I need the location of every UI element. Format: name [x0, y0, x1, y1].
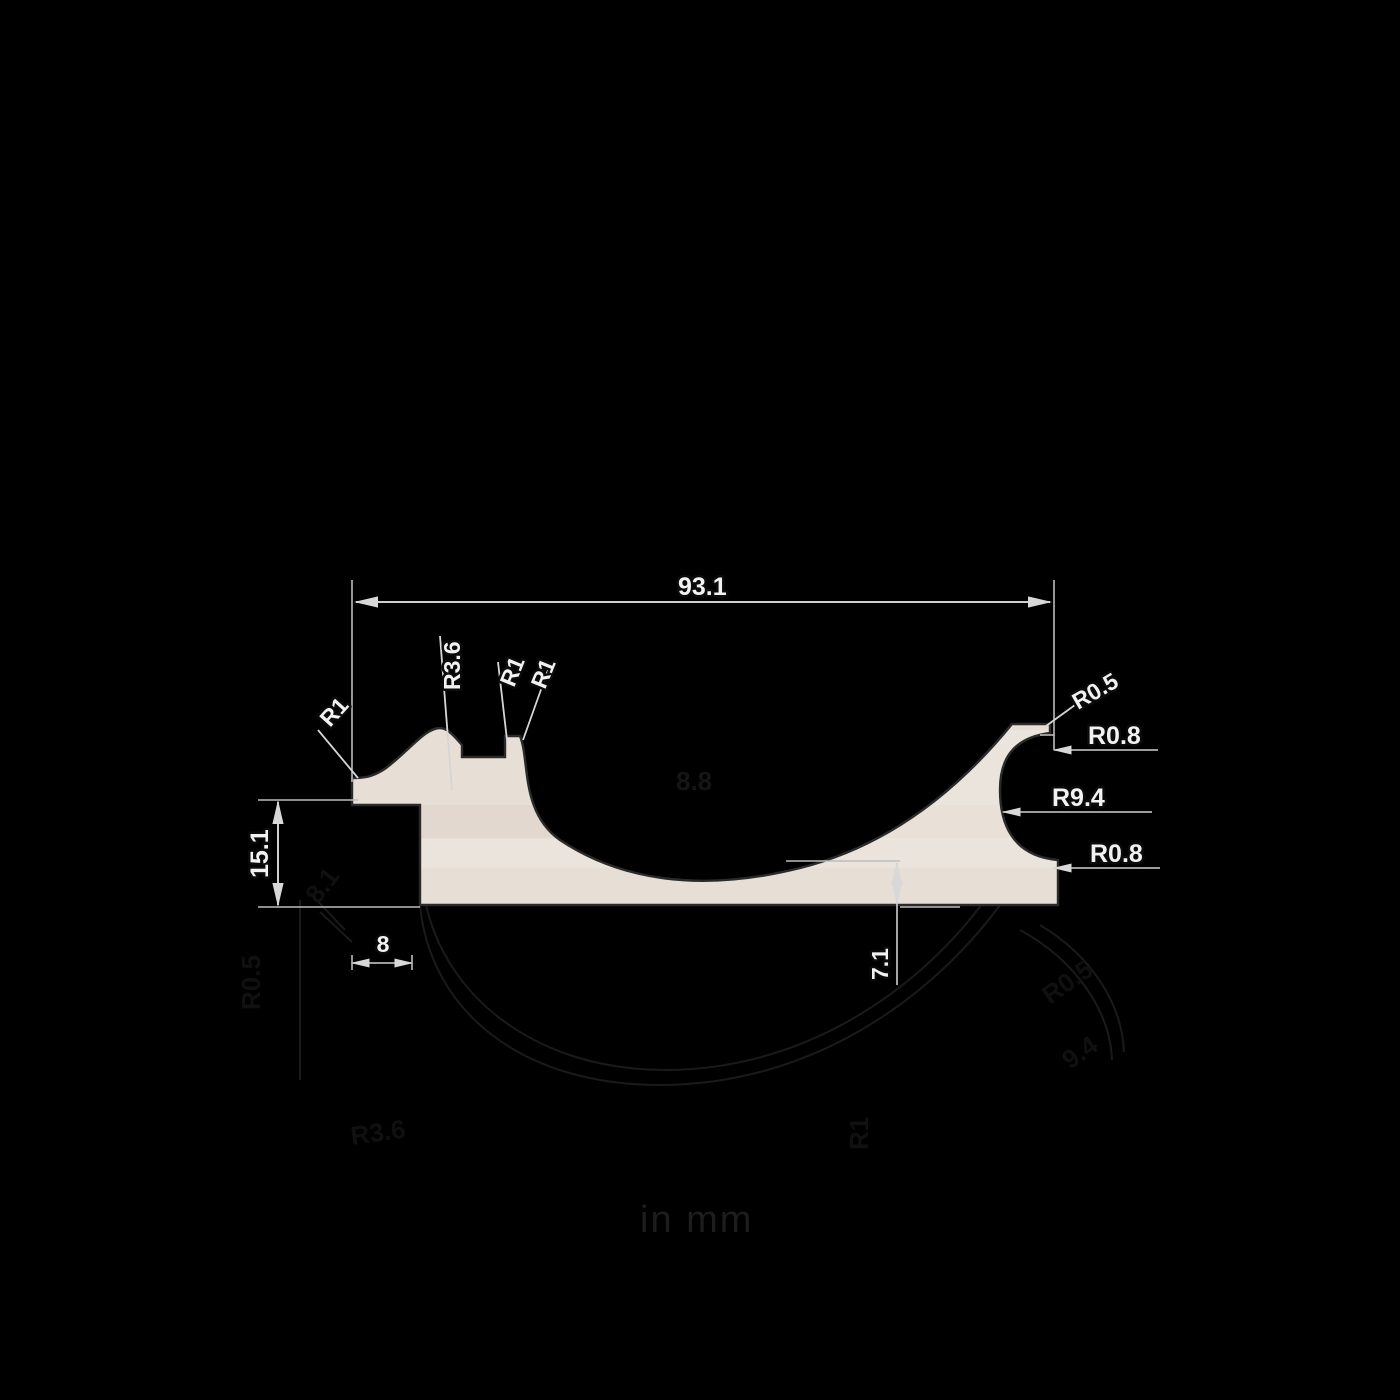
ghost-leader-left [311, 894, 346, 931]
dim-right-step-height-text: 7.1 [867, 948, 893, 980]
dim-left-small-width-text: 8 [377, 931, 390, 957]
faint-center-label: 8.8 [676, 766, 712, 796]
units-note-text: in mm [640, 1199, 753, 1241]
radius-callout-right-upper-fillet: R0.8 [1040, 720, 1158, 755]
dimension-overall-width: 93.1 [351, 571, 1055, 782]
ghost-leader-left-2 [319, 911, 353, 943]
ghost-arc-bottom-2 [424, 899, 986, 1072]
radius-callout-peak-left: R3.6 [437, 635, 468, 791]
dimension-left-small-width: 8 [350, 929, 414, 970]
dim-overall-width-text: 93.1 [678, 573, 727, 601]
radius-callout-right-lower-fillet: R0.8 [1052, 838, 1160, 873]
radius-right-lower-fillet-text: R0.8 [1090, 840, 1143, 868]
dim-left-height-text: 15.1 [246, 829, 274, 878]
ghost-arc-right [1019, 929, 1113, 1061]
part-outline [350, 722, 1060, 907]
radius-callout-right-main-concave: R9.4 [1001, 782, 1152, 817]
dimension-left-height: 15.1 [244, 799, 420, 908]
radius-right-main-concave-text: R9.4 [1052, 784, 1105, 812]
ghost-arc-bottom [419, 904, 1001, 1087]
radius-right-upper-fillet-text: R0.8 [1088, 722, 1141, 750]
faint-left-lower-label-2: R0.5 [236, 955, 266, 1010]
faint-bottom-right-label: R1 [844, 1117, 874, 1150]
dimension-right-step-height: 7.1 [786, 860, 960, 985]
radius-peak-left-text: R3.6 [439, 641, 465, 690]
ghost-arc-right-2 [1039, 924, 1125, 1053]
